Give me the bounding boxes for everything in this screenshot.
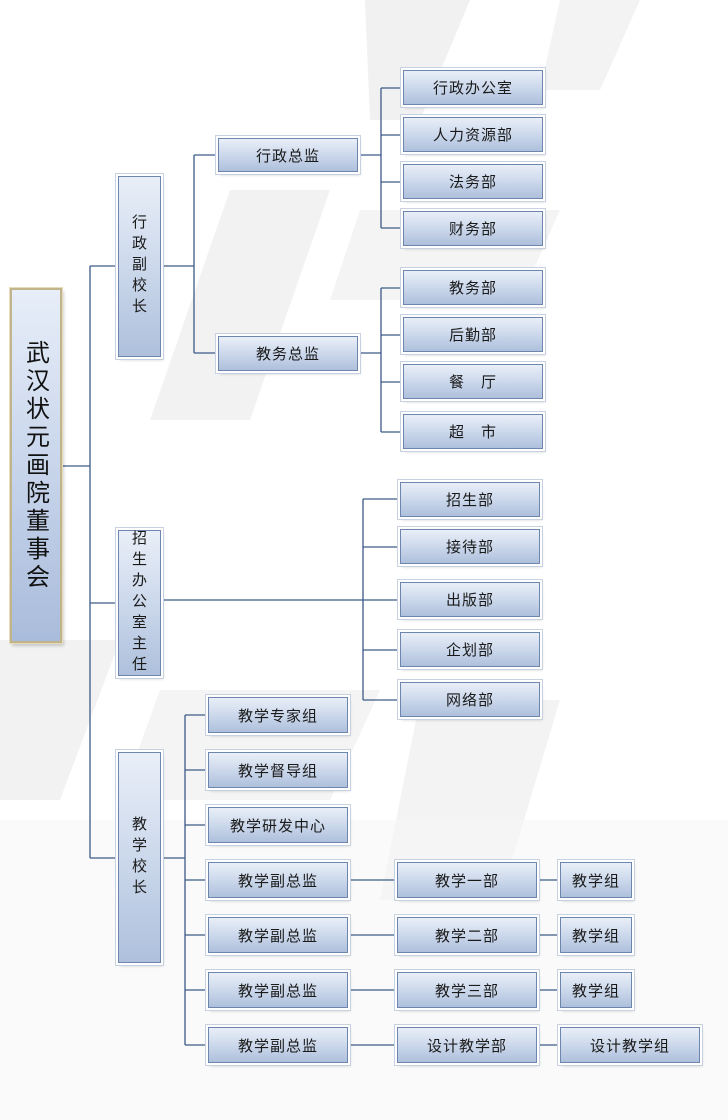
root-board-box: 武汉状元画院董事会 [10,288,62,643]
dept-label: 人力资源部 [432,126,513,144]
root-label: 武汉状元画院董事会 [21,339,50,592]
dept-label: 接待部 [445,538,494,556]
admin-vp-label: 行政副校长 [130,214,148,319]
teaching-dept-box: 教学二部 [397,917,537,953]
deputy-director-box: 教学副总监 [208,1027,348,1063]
dept-box: 餐 厅 [403,364,543,399]
teaching-team-box: 教学组 [560,917,632,953]
enrollment-head-box: 招生办公室主任 [118,529,161,677]
teaching-dept-box: 教学三部 [397,972,537,1008]
director-admin-box: 行政总监 [218,138,358,172]
teaching-team-label: 设计教学组 [589,1036,670,1055]
deputy-director-box: 教学副总监 [208,862,348,898]
teaching-dept-label: 教学一部 [434,871,499,890]
dept-box: 超 市 [403,414,543,449]
deputy-director-label: 教学副总监 [237,1036,318,1055]
dept-box: 网络部 [400,682,540,717]
dept-label: 财务部 [448,220,497,238]
teaching-dept-box: 教学一部 [397,862,537,898]
enrollment-head-label: 招生办公室主任 [130,529,148,677]
dept-label: 招生部 [445,491,494,509]
dept-box: 教务部 [403,270,543,305]
dept-box: 法务部 [403,164,543,199]
teaching-group-label: 教学研发中心 [229,816,326,835]
teaching-team-label: 教学组 [571,871,620,890]
teaching-dept-label: 设计教学部 [426,1036,507,1055]
teaching-group-box: 教学研发中心 [208,807,348,843]
dept-label: 教务部 [448,279,497,297]
director-academic-label: 教务总监 [255,345,320,363]
deputy-director-box: 教学副总监 [208,972,348,1008]
teaching-vp-box: 教学校长 [118,752,161,963]
director-academic-box: 教务总监 [218,336,358,371]
dept-label: 法务部 [448,173,497,191]
dept-box: 财务部 [403,211,543,246]
teaching-team-label: 教学组 [571,926,620,945]
deputy-director-label: 教学副总监 [237,926,318,945]
dept-box: 人力资源部 [403,117,543,152]
dept-box: 出版部 [400,582,540,617]
teaching-dept-label: 教学二部 [434,926,499,945]
dept-box: 企划部 [400,632,540,667]
teaching-group-label: 教学专家组 [237,706,318,725]
dept-label: 出版部 [445,591,494,609]
teaching-team-box: 教学组 [560,972,632,1008]
dept-label: 超 市 [448,423,497,441]
dept-label: 企划部 [445,641,494,659]
director-admin-label: 行政总监 [255,146,320,165]
teaching-dept-box: 设计教学部 [397,1027,537,1063]
dept-box: 接待部 [400,529,540,564]
teaching-dept-label: 教学三部 [434,981,499,1000]
teaching-team-label: 教学组 [571,981,620,1000]
dept-label: 后勤部 [448,326,497,344]
dept-box: 招生部 [400,482,540,517]
teaching-team-box: 教学组 [560,862,632,898]
teaching-group-label: 教学督导组 [237,761,318,780]
teaching-group-box: 教学专家组 [208,697,348,733]
teaching-group-box: 教学督导组 [208,752,348,788]
deputy-director-box: 教学副总监 [208,917,348,953]
deputy-director-label: 教学副总监 [237,981,318,1000]
deputy-director-label: 教学副总监 [237,871,318,890]
admin-vp-box: 行政副校长 [118,176,161,357]
dept-label: 网络部 [445,691,494,709]
dept-label: 行政办公室 [432,79,513,97]
dept-box: 后勤部 [403,317,543,352]
dept-label: 餐 厅 [448,373,497,391]
teaching-vp-label: 教学校长 [130,815,148,900]
teaching-team-box: 设计教学组 [560,1027,700,1063]
dept-box: 行政办公室 [403,70,543,105]
